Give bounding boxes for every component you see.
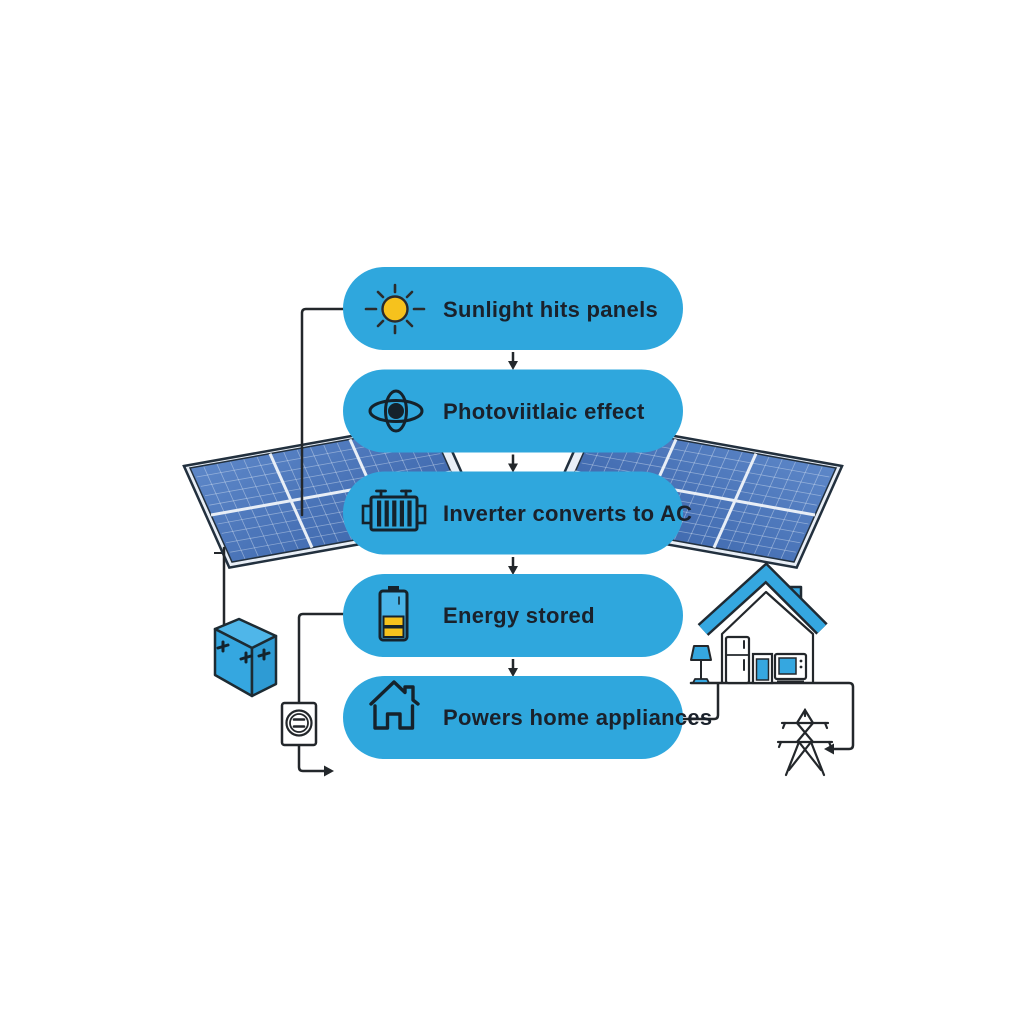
wire-pill4-to-outlet: [297, 612, 345, 705]
wire-pill1-to-left-panel: [300, 307, 345, 517]
step-3-inverter: Inverter converts to AC: [343, 471, 692, 555]
transmission-tower: [776, 707, 834, 777]
outlet-slots: [292, 718, 306, 728]
step-label: Inverter converts to AC: [443, 501, 692, 526]
step-label: Powers home appliances: [443, 705, 712, 730]
arrowhead-bottom-left: [324, 765, 334, 777]
wire-outlet-to-arrow: [297, 743, 326, 773]
step-label: Sunlight hits panels: [443, 297, 658, 322]
arrowhead-into-tower: [824, 743, 834, 755]
house-inner-outline: [720, 590, 815, 683]
step-2-photovoltaic: Photoviitlaic effect: [343, 369, 683, 453]
house-roof-fill: [699, 565, 826, 635]
step-pill: [343, 574, 683, 657]
flow-arrow-3: [508, 557, 518, 575]
home-icon: [369, 680, 420, 730]
step-label: Photoviitlaic effect: [443, 399, 645, 424]
lamp: [690, 645, 712, 684]
microwave: [773, 652, 808, 683]
battery-icon: [378, 586, 409, 642]
dishwasher: [751, 652, 774, 685]
panel-cell-line: [205, 454, 440, 496]
battery-box: [213, 617, 278, 698]
step-5-powers-home: Powers home appliances: [343, 676, 712, 759]
house-with-appliances: [690, 561, 828, 685]
step-4-storage: Energy stored: [343, 574, 683, 657]
atom-icon: [368, 389, 424, 433]
wire-pill5-to-house: [681, 682, 720, 721]
step-pill: [343, 369, 683, 453]
step-label: Energy stored: [443, 603, 595, 628]
refrigerator: [724, 635, 751, 685]
power-outlet: [280, 701, 318, 747]
step-pill: [343, 267, 683, 350]
flow-arrow-1: [508, 352, 518, 370]
flow-arrow-4: [508, 659, 518, 677]
step-pill: [343, 471, 683, 555]
step-pill: [343, 676, 683, 759]
wire-house-ground-to-tower: [689, 681, 855, 751]
flow-arrow-2: [508, 454, 518, 473]
battery-side-face: [250, 634, 278, 698]
inverter-icon: [361, 489, 427, 532]
panel-cell-line: [582, 463, 817, 505]
panel-cell-line: [209, 463, 444, 505]
step-1-sunlight: Sunlight hits panels: [343, 267, 683, 350]
panel-cell-line: [586, 454, 821, 496]
sun-icon: [364, 283, 426, 335]
battery-plus-marks: [216, 640, 271, 664]
